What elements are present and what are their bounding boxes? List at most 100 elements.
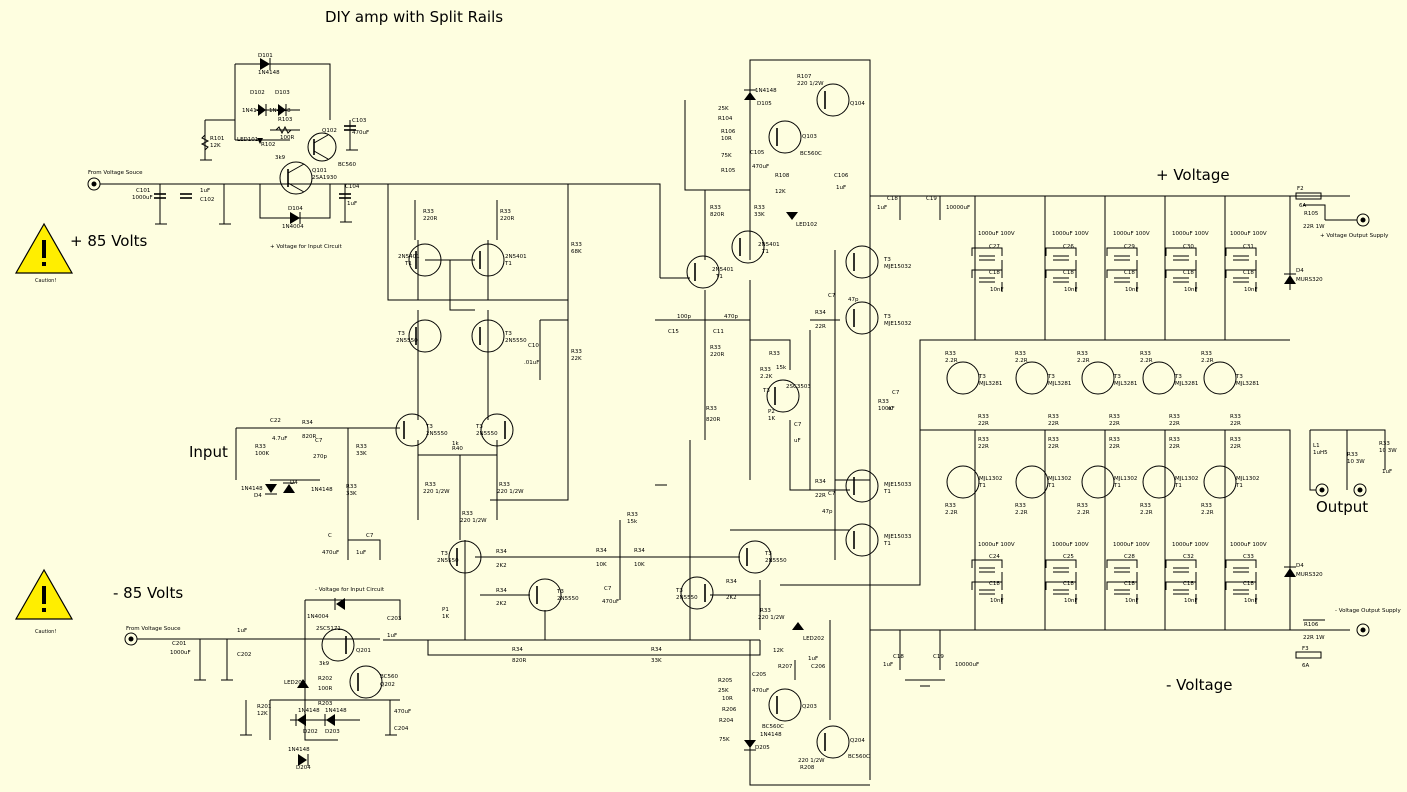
wiring-bottom-supply <box>137 599 401 741</box>
r33-d-value: 22K <box>571 356 582 362</box>
r34-l4-value: 10K <box>634 562 645 568</box>
d103-value: 1N4148 <box>269 108 291 114</box>
caution-label-top: Caution! <box>35 278 56 284</box>
r34-l4-label: R34 <box>634 548 645 554</box>
c-label: C <box>328 533 332 539</box>
q-t1-b: T1 <box>504 261 512 267</box>
q-t1-o5: T1 <box>1235 483 1243 489</box>
q-2n5401-v2: 2N5401 <box>758 242 780 248</box>
led-led101 <box>257 138 263 144</box>
r103-label: R103 <box>278 117 293 123</box>
r102-label: R102 <box>261 142 275 148</box>
q-2n5550-h: 2N5550 <box>557 596 579 602</box>
q203-label: Q203 <box>802 704 817 710</box>
r106-value: 10R <box>721 136 732 142</box>
r106b-label: R106 <box>1304 622 1319 628</box>
c-1000-bot-2: 1000uF 100V <box>1052 542 1089 548</box>
rail-caps-bottom: 1000uF 100V C24 C18 10nF 1000uF 100V C25… <box>978 542 1267 604</box>
diode-d201 <box>334 598 345 610</box>
r33-e2-value: 220 1/2W <box>497 489 524 495</box>
fuse-f2 <box>1295 192 1322 200</box>
led-led201 <box>297 679 309 688</box>
r33-v6-value: 2.2K <box>760 374 773 380</box>
d4-b-label: D4 <box>290 480 298 486</box>
q202-value: BC560 <box>380 674 399 680</box>
transistor-input-t3-b <box>471 243 505 277</box>
c10nf-b4: 10nF <box>1184 598 1198 604</box>
c19-top-value: 10000uF <box>946 205 970 211</box>
r34-l6-value: 820R <box>512 658 526 664</box>
q203-value: BC560C <box>762 724 784 730</box>
c206-value: 1uF <box>808 656 818 662</box>
r34-l7-value: 33K <box>651 658 662 664</box>
c18-t4: C18 <box>1183 270 1194 276</box>
r33-v6-label: R33 <box>760 367 771 373</box>
c18-t3: C18 <box>1124 270 1135 276</box>
c15-label: C15 <box>668 329 679 335</box>
r33-oe2v: 22R <box>1048 421 1059 427</box>
capacitor-c101 <box>154 193 166 199</box>
minus-input-circuit-label: - Voltage for Input Circuit <box>315 587 385 593</box>
input-label: Input <box>189 443 228 461</box>
q-mjl3281-4: MJL3281 <box>1175 381 1198 387</box>
c-100p: 100p <box>677 314 691 320</box>
r33-of2: R33 <box>1048 437 1059 443</box>
led201-label: LED201 <box>284 680 305 686</box>
r33-fb-label: R33 <box>356 444 367 450</box>
r108-value: 12K <box>775 189 786 195</box>
r208-label: R208 <box>800 765 815 771</box>
r33-of3: R33 <box>1109 437 1120 443</box>
capacitor-c104 <box>339 193 351 199</box>
r107-value: 220 1/2W <box>797 81 824 87</box>
plus-output-supply-label: + Voltage Output Supply <box>1320 233 1389 239</box>
q-t3-o3: T3 <box>1113 374 1121 380</box>
from-source-bottom-label: From Voltage Souce <box>126 626 181 632</box>
rail-cap-symbol <box>1106 559 1138 582</box>
q-2n5401-b: 2N5401 <box>505 254 527 260</box>
transistor-mje15032-b <box>845 301 879 335</box>
wiring-lower-input <box>383 440 761 656</box>
c10nf-t4: 10nF <box>1184 287 1198 293</box>
q-t1-v1: T1 <box>715 274 723 280</box>
transistor-vas-a <box>686 255 720 289</box>
plus-voltage-label: + Voltage <box>1156 166 1230 184</box>
f2-value: 6A <box>1299 203 1306 209</box>
terminal-minus-output <box>1356 623 1370 637</box>
c-1000-bot-4: 1000uF 100V <box>1172 542 1209 548</box>
transistor-q101 <box>279 161 313 195</box>
c18-b2: C18 <box>1063 581 1074 587</box>
d101-value: 1N4148 <box>258 70 280 76</box>
c18-bot-label: C18 <box>893 654 904 660</box>
q-mje15032-2: MJE15032 <box>884 321 911 327</box>
r203-label: R203 <box>318 701 333 707</box>
c106-value: 1uF <box>836 185 846 191</box>
r33-b-label: R33 <box>500 209 511 215</box>
c10nf-b5: 10nF <box>1244 598 1258 604</box>
output-label: Output <box>1316 498 1368 516</box>
q-t1-v2: T1 <box>761 249 769 255</box>
r33-ob2v: 2.2R <box>1015 358 1028 364</box>
q-t1-o2: T1 <box>1047 483 1055 489</box>
l1-label: L1 <box>1313 443 1320 449</box>
r105-value: 75K <box>721 153 732 159</box>
r202-value: 3k9 <box>319 661 330 667</box>
c-1000-top-1: 1000uF 100V <box>978 231 1015 237</box>
q104-label: Q104 <box>850 101 865 107</box>
c10-value: .01uF <box>524 360 539 366</box>
d203-label: D203 <box>325 729 340 735</box>
r34-l1-value: 2K2 <box>496 563 507 569</box>
q-mjl3281-3: MJL3281 <box>1114 381 1137 387</box>
d4-a-value: 1N4148 <box>241 486 263 492</box>
r33-of1: R33 <box>978 437 989 443</box>
d204-label: D204 <box>296 765 311 771</box>
r33-b-value: 220R <box>500 216 514 222</box>
q-t1-a: T1 <box>404 261 412 267</box>
q-t1-m3: T1 <box>883 489 891 495</box>
transistor-q201 <box>321 628 355 662</box>
rail-cap-symbol <box>1045 559 1077 582</box>
r33-oe1v: 22R <box>978 421 989 427</box>
c10nf-t2: 10nF <box>1064 287 1078 293</box>
diode-murs320-bottom <box>1284 566 1296 577</box>
r33-e3-value: 220 1/2W <box>460 518 487 524</box>
diode-d105 <box>744 89 756 100</box>
